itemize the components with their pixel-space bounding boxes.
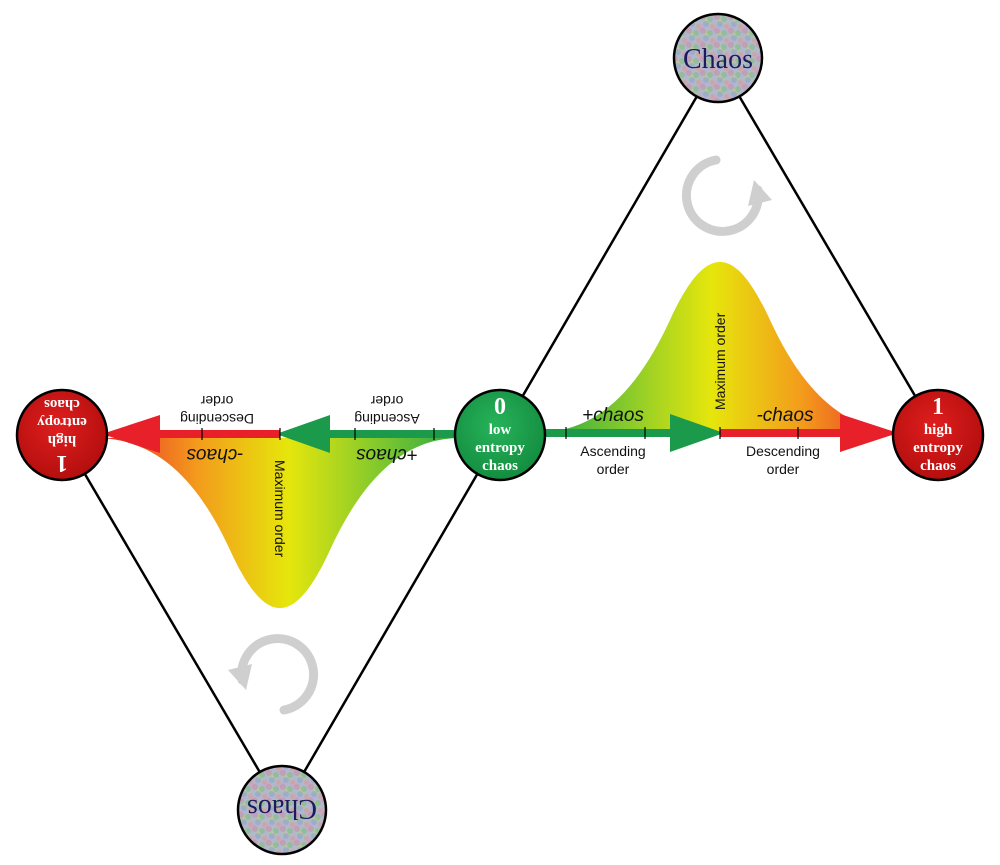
left-flow-labels: +chaos -chaos Ascending order Descending… [180,393,420,558]
right-minus-chaos-label: -chaos [756,405,814,426]
bottom-chaos-label: Chaos [247,793,317,824]
left-descending-label-line2: order [200,393,233,409]
left-axis-ticks [201,428,435,440]
left-minus-chaos-label: -chaos [186,444,244,465]
right-descending-label-line1: Descending [746,443,820,459]
left-plus-chaos-label: +chaos [356,444,418,465]
left-node-line1: high [47,432,76,448]
edge-top-chaos-to-right [716,59,940,436]
counterclockwise-cycle-icon [228,634,319,715]
left-node-number: 1 [56,450,68,476]
right-ascending-arrow [530,414,724,452]
left-high-entropy-node: 1 high entropy chaos [15,388,109,482]
bottom-chaos-node: Chaos [236,764,328,856]
right-high-entropy-node: 1 high entropy chaos [891,388,985,482]
edge-center-to-top-chaos [498,59,720,436]
left-node-line2: entropy [37,414,87,430]
top-chaos-label: Chaos [683,44,753,75]
center-node-number: 0 [494,394,506,420]
clockwise-cycle-icon [681,155,772,236]
right-ascending-label-line1: Ascending [580,443,645,459]
top-chaos-node: Chaos [672,12,764,104]
center-node-line2: entropy [475,440,525,456]
right-maximum-order-label: Maximum order [712,312,728,410]
edge-bottom-chaos-to-left [60,434,284,811]
left-ascending-arrow [276,415,470,453]
right-ascending-label-line2: order [597,461,630,477]
edge-center-to-bottom-chaos [280,434,502,811]
right-node-line1: high [924,422,953,438]
left-ascending-label-line2: order [370,393,403,409]
right-axis-ticks [565,427,799,439]
right-descending-arrow [720,414,898,452]
center-node-line1: low [489,422,512,438]
left-order-curve [95,438,460,608]
right-order-curve [540,262,905,432]
center-low-entropy-node: 0 low entropy chaos [453,388,547,482]
left-node-line3: chaos [44,396,80,412]
center-node-line3: chaos [482,458,518,474]
right-plus-chaos-label: +chaos [582,405,644,426]
right-descending-label-line2: order [767,461,800,477]
left-ascending-label-line1: Ascending [354,411,419,427]
left-descending-arrow [102,415,280,453]
connector-lines [60,59,940,811]
right-node-number: 1 [932,394,944,420]
right-node-line2: entropy [913,440,963,456]
left-descending-label-line1: Descending [180,411,254,427]
left-maximum-order-label: Maximum order [272,460,288,558]
right-node-line3: chaos [920,458,956,474]
